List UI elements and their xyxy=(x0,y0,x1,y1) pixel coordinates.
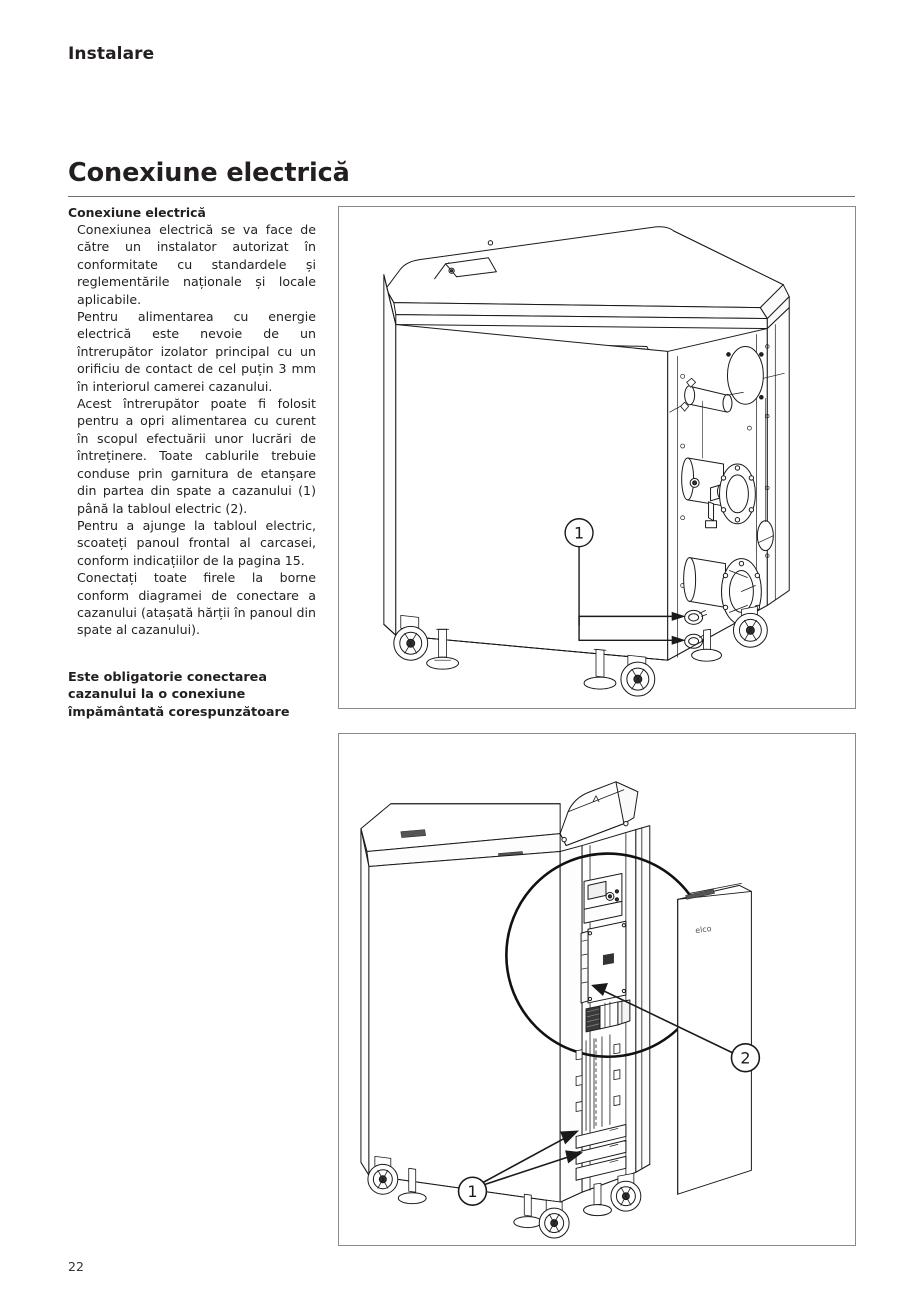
leveling-foot-rear-right xyxy=(691,628,723,662)
section-subheading: Conexiune electrică xyxy=(68,205,206,220)
interior-din-rails xyxy=(575,1034,621,1131)
caster-left xyxy=(367,1155,399,1195)
body-paragraph-2: Pentru alimentarea cu energie electrică … xyxy=(77,309,316,394)
grounding-note: Este obligatorie conectarea cazanului la… xyxy=(68,669,290,720)
rear-port-cover-upper xyxy=(726,345,785,405)
leveling-foot-mid xyxy=(513,1193,543,1229)
leveling-foot-right xyxy=(583,1182,612,1217)
caster-right xyxy=(610,1172,642,1212)
cable-gland-grommets xyxy=(684,609,707,649)
rear-pipe-stub xyxy=(669,377,744,413)
page-number: 22 xyxy=(68,1259,84,1274)
callout-marker-2 xyxy=(591,983,761,1073)
detached-front-panel xyxy=(677,883,752,1195)
text-column: Conexiune electrică Conexiunea electrică… xyxy=(68,205,316,734)
panel-brand-logo: elco xyxy=(695,924,713,935)
control-module xyxy=(583,872,623,924)
callout-label-1: 1 xyxy=(574,524,584,543)
boiler-body xyxy=(360,828,561,1203)
rear-cap-small xyxy=(756,520,774,552)
callout-label-1: 1 xyxy=(467,1182,477,1201)
cover-handle-left xyxy=(400,829,426,838)
callout-marker-1 xyxy=(457,1130,584,1206)
figure-electrical-panel-access: elco xyxy=(338,733,856,1246)
running-head: Instalare xyxy=(68,44,155,64)
rear-flange-middle xyxy=(681,457,756,529)
caster-front-right xyxy=(620,654,656,697)
callout-label-2: 2 xyxy=(740,1049,750,1068)
body-paragraph-5: Conectați toate firele la borne conform … xyxy=(77,570,316,638)
body-paragraph-4: Pentru a ajunge la tabloul electric, sco… xyxy=(77,517,316,568)
callout-marker-1 xyxy=(564,518,686,645)
leveling-foot-center xyxy=(583,648,617,690)
body-paragraph-3: Acest întrerupător poate fi folosit pent… xyxy=(77,396,316,516)
page-title: Conexiune electrică xyxy=(68,158,350,188)
cable-entry-trays xyxy=(575,1123,627,1181)
caster-rear-right xyxy=(732,606,768,648)
body-paragraph-1: Conexiunea electrică se va face de către… xyxy=(77,222,316,307)
figure-boiler-rear-view: 1 xyxy=(338,206,856,709)
title-divider xyxy=(68,196,855,197)
opened-lid-flap xyxy=(559,781,639,847)
leveling-foot-left xyxy=(397,1167,427,1205)
boiler-front-panel xyxy=(383,274,669,661)
caster-mid xyxy=(538,1199,570,1239)
caster-front-left xyxy=(393,614,429,661)
electrical-panel-box xyxy=(580,920,627,1004)
leveling-foot-front-left xyxy=(426,628,460,670)
boiler-top-cover xyxy=(385,226,784,309)
terminal-connector-block xyxy=(585,999,631,1033)
